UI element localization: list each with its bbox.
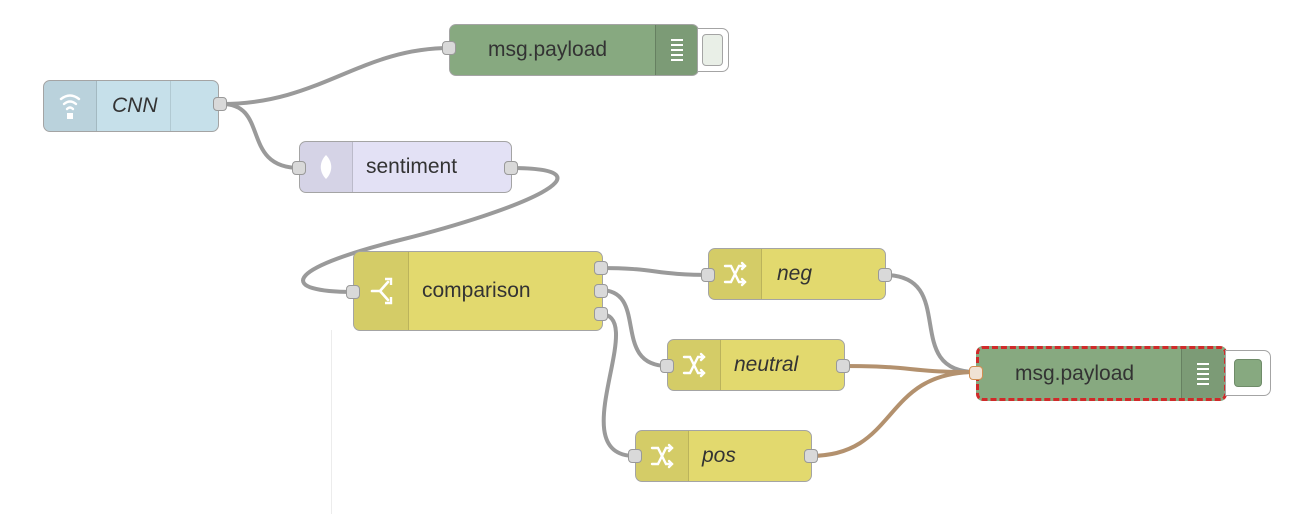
pos-node-label: pos: [702, 444, 736, 467]
wire-comparison-to-pos[interactable]: [598, 312, 637, 458]
sentiment-icon: [300, 142, 353, 192]
wire-comparison-to-neg[interactable]: [598, 266, 716, 277]
cnn-rss-node-label: CNN: [112, 94, 158, 117]
comparison-output-port-2[interactable]: [594, 284, 608, 298]
comparison-node-label: comparison: [422, 279, 531, 302]
neutral-node-label: neutral: [734, 353, 799, 376]
sentiment-output-port[interactable]: [504, 161, 518, 175]
wire-neutral-to-debug-bottom[interactable]: [840, 364, 978, 374]
debug-list-icon: [655, 25, 698, 75]
debug-node-top[interactable]: msg.payload: [449, 24, 699, 76]
shuffle-icon: [636, 431, 689, 481]
comparison-switch-node[interactable]: comparison: [353, 251, 603, 331]
sentiment-input-port[interactable]: [292, 161, 306, 175]
shuffle-icon: [668, 340, 721, 390]
pos-change-node[interactable]: pos: [635, 430, 812, 482]
neg-node-label: neg: [777, 262, 813, 285]
wire-neg-to-debug-bottom[interactable]: [882, 273, 978, 374]
cnn-rss-node[interactable]: CNN: [43, 80, 219, 132]
neg-output-port[interactable]: [878, 268, 892, 282]
pos-input-port[interactable]: [628, 449, 642, 463]
cnn-output-port[interactable]: [213, 97, 227, 111]
debug-node-bottom[interactable]: msg.payload: [976, 346, 1227, 401]
rss-icon: [44, 81, 97, 131]
debug-node-top-label: msg.payload: [488, 38, 608, 61]
debug-node-bottom-label: msg.payload: [1015, 361, 1135, 385]
neg-input-port[interactable]: [701, 268, 715, 282]
neutral-output-port[interactable]: [836, 359, 850, 373]
switch-icon: [354, 252, 409, 330]
pos-output-port[interactable]: [804, 449, 818, 463]
sentiment-node-label: sentiment: [366, 155, 458, 178]
comparison-input-port[interactable]: [346, 285, 360, 299]
comparison-output-port-1[interactable]: [594, 261, 608, 275]
wire-cnn-to-debug-top[interactable]: [220, 46, 452, 106]
wire-pos-to-debug-bottom[interactable]: [808, 370, 978, 458]
neutral-input-port[interactable]: [660, 359, 674, 373]
debug-top-toggle[interactable]: [697, 28, 729, 72]
shuffle-icon: [709, 249, 762, 299]
wire-cnn-to-sentiment[interactable]: [220, 102, 302, 170]
sentiment-node[interactable]: sentiment: [299, 141, 512, 193]
debug-list-icon: [1181, 349, 1224, 398]
neg-change-node[interactable]: neg: [708, 248, 886, 300]
comparison-output-port-3[interactable]: [594, 307, 608, 321]
wire-sentiment-to-comparison[interactable]: [301, 166, 560, 294]
canvas-guide-line: [331, 330, 332, 514]
neutral-change-node[interactable]: neutral: [667, 339, 845, 391]
debug-bottom-toggle[interactable]: [1225, 350, 1271, 396]
debug-node-top-input-port[interactable]: [442, 41, 456, 55]
wire-comparison-to-neutral[interactable]: [598, 288, 670, 368]
debug-node-bottom-input-port[interactable]: [969, 366, 983, 380]
